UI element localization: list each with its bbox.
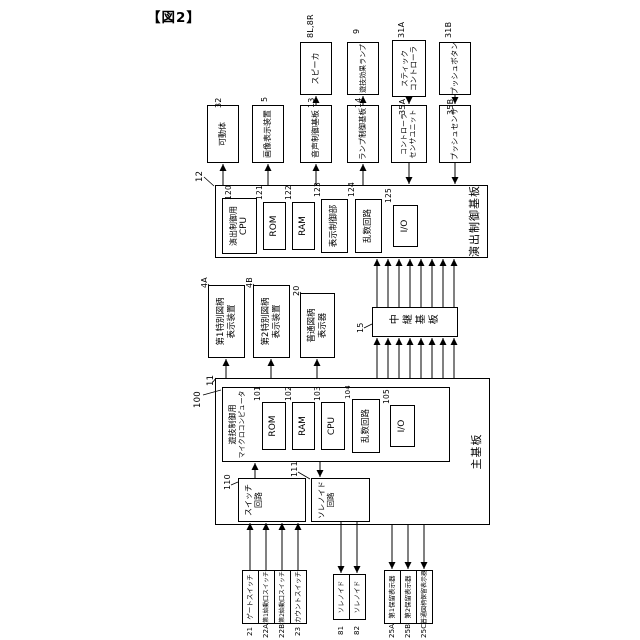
board-label-effect: 演出制御基板 [468, 185, 482, 257]
block-special-symbol-display-1: 第1特別図柄 表示装置 [208, 285, 245, 358]
ref-effect-cpu: 120 [224, 185, 233, 200]
ref-push-sensor: 35B [446, 98, 455, 115]
block-display-control: 表示制御部 [321, 199, 348, 253]
ref-start-switch-1: 22A [262, 623, 270, 638]
block-switch-circuit: スイッチ 回路 [238, 478, 306, 522]
ref-main-cpu: 103 [313, 386, 322, 401]
ref-hold-display-2: 25B [404, 623, 412, 638]
ref-speaker: 8L,8R [306, 14, 315, 38]
block-effect-lamp: 遊技効果ランプ [347, 42, 379, 95]
block-start-switch-2: 第2始動口スイッチ [274, 570, 291, 624]
block-main-cpu: CPU [321, 402, 345, 450]
block-image-display: 画像表示装置 [252, 105, 284, 163]
block-solenoid-82: ソレノイド [349, 574, 366, 620]
block-hold-display-2: 第2保留表示器 [400, 570, 417, 624]
ref-solenoid-82: 82 [353, 625, 361, 635]
block-solenoid-circuit: ソレノイド 回路 [311, 478, 370, 522]
ref-controller-sensor-unit: 35A [398, 98, 407, 115]
block-effect-io: I/O [393, 205, 418, 247]
micom-label-line2: マイクロコンピュータ [238, 390, 246, 459]
block-lamp-control-board: ランプ制御基板 [347, 105, 379, 163]
ref-normal-display: 20 [292, 285, 301, 296]
ref-effect-io: 125 [384, 188, 393, 203]
block-normal-hold-display: 普通図柄保留表示器 [416, 570, 433, 624]
block-count-switch: カウントスイッチ [290, 570, 307, 624]
ref-lamp-control-board: 14 [354, 97, 363, 108]
block-effect-ram: RAM [292, 202, 315, 250]
ref-effect-board: 12 [195, 170, 205, 182]
block-main-rom: ROM [262, 402, 286, 450]
ref-main-rom: 101 [253, 386, 262, 401]
block-solenoid-81: ソレノイド [333, 574, 350, 620]
ref-main-board: 11 [206, 374, 216, 386]
block-effect-random-circuit: 乱数回路 [355, 199, 382, 253]
ref-normal-hold-display: 25C [420, 623, 428, 638]
ref-stick-controller: 31A [397, 21, 406, 38]
block-main-ram: RAM [292, 402, 315, 450]
ref-relay-board: 15 [356, 322, 365, 333]
ref-solenoid-circuit: 111 [290, 461, 299, 477]
ref-micom: 100 [193, 391, 203, 408]
ref-switch-circuit: 110 [223, 474, 232, 490]
ref-movable-body: 32 [214, 97, 223, 108]
block-main-random-circuit: 乱数回路 [352, 399, 380, 453]
block-start-switch-1: 第1始動口スイッチ [258, 570, 275, 624]
block-effect-cpu: 演出制御用 CPU [222, 198, 257, 254]
ref-special-display-2: 4B [245, 277, 254, 288]
block-hold-display-1: 第1保留表示器 [384, 570, 401, 624]
ref-start-switch-2: 22B [278, 623, 286, 638]
ref-main-ram: 102 [284, 386, 293, 401]
micom-label-line1: 遊技制御用 [228, 404, 237, 445]
block-effect-rom: ROM [263, 202, 286, 250]
ref-display-control: 123 [313, 182, 322, 197]
block-movable-body: 可動体 [207, 105, 239, 163]
block-gate-switch: ゲートスイッチ [242, 570, 259, 624]
block-push-button: プッシュボタン [439, 42, 471, 95]
ref-special-display-1: 4A [200, 277, 209, 288]
ref-effect-rom: 121 [255, 185, 264, 200]
block-push-sensor: プッシュセンサ [439, 105, 471, 163]
block-normal-symbol-display: 普通図柄 表示器 [300, 293, 335, 358]
block-relay-board: 中継基板 [372, 307, 458, 337]
ref-effect-lamp: 9 [352, 28, 361, 34]
ref-audio-control-board: 13 [307, 97, 316, 108]
board-label-main: 主基板 [470, 433, 484, 470]
figure-label: 【図2】 [147, 10, 201, 26]
ref-main-random-circuit: 104 [344, 385, 352, 399]
ref-solenoid-81: 81 [337, 625, 345, 635]
block-controller-sensor-unit: コントローラ センサユニット [391, 105, 427, 163]
block-speaker: スピーカ [300, 42, 332, 95]
block-audio-control-board: 音声制御基板 [300, 105, 332, 163]
ref-hold-display-1: 25A [388, 623, 396, 638]
block-special-symbol-display-2: 第2特別図柄 表示装置 [253, 285, 290, 358]
ref-push-button: 31B [444, 21, 453, 38]
connector-lines [202, 95, 459, 573]
block-stick-controller: スティック コントローラ [392, 40, 426, 97]
ref-effect-ram: 122 [284, 185, 293, 200]
ref-effect-random-circuit: 124 [347, 182, 356, 197]
block-main-io: I/O [390, 405, 415, 447]
ref-gate-switch: 21 [246, 626, 254, 636]
block-diagram: 演出制御基板 主基板 遊技制御用 マイクロコンピュータ スピーカ 遊技効果ランプ… [180, 8, 500, 638]
ref-image-display: 5 [260, 96, 269, 102]
ref-count-switch: 23 [294, 626, 302, 636]
ref-main-io: 105 [382, 389, 391, 404]
